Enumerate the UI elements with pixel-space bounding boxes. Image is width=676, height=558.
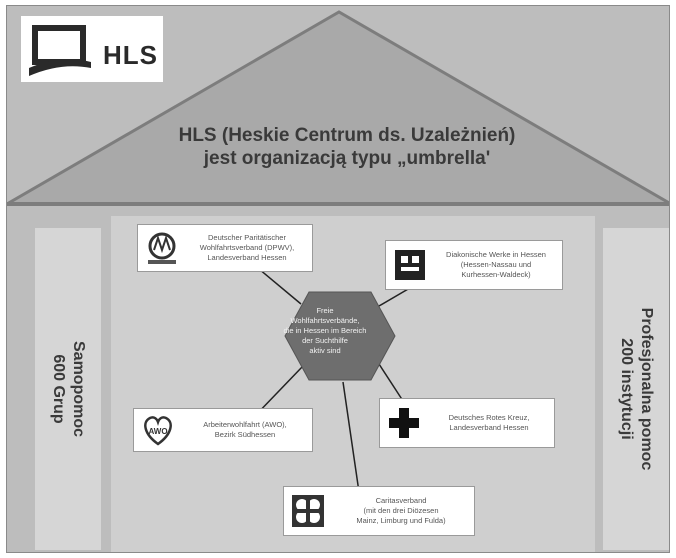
hub-text: Freie Wohlfahrtsverbände, die in Hessen … bbox=[265, 306, 385, 356]
red-cross-icon bbox=[385, 404, 423, 442]
roof-title-line2: jest organizacją typu „umbrella' bbox=[203, 148, 491, 169]
org-red-cross-label: Deutsches Rotes Kreuz, Landesverband Hes… bbox=[429, 413, 549, 433]
hls-logo: HLS bbox=[21, 16, 163, 82]
org-caritas-label: Caritasverband (mit den drei Diözesen Ma… bbox=[333, 496, 469, 526]
diakonie-logo-icon bbox=[391, 246, 429, 284]
org-line: (mit den drei Diözesen bbox=[363, 506, 439, 515]
hub-hexagon bbox=[284, 291, 396, 381]
org-awo: AWO Arbeiterwohlfahrt (AWO), Bezirk Südh… bbox=[133, 408, 313, 452]
org-line: Deutscher Paritätischer bbox=[208, 233, 286, 242]
org-line: Diakonische Werke in Hessen bbox=[446, 250, 546, 259]
hub-line: der Suchthilfe bbox=[302, 336, 348, 345]
org-line: Deutsches Rotes Kreuz, bbox=[448, 413, 530, 422]
org-line: Caritasverband bbox=[375, 496, 427, 505]
org-line: Mainz, Limburg und Fulda) bbox=[356, 516, 446, 525]
org-line: Arbeiterwohlfahrt (AWO), bbox=[203, 420, 287, 429]
connection-lines bbox=[252, 263, 428, 493]
org-red-cross: Deutsches Rotes Kreuz, Landesverband Hes… bbox=[379, 398, 555, 448]
org-line: Landesverband Hessen bbox=[449, 423, 529, 432]
link-caritas bbox=[342, 381, 360, 493]
hub-line: Wohlfahrtsverbände, bbox=[290, 316, 360, 325]
link-red-cross bbox=[378, 363, 406, 405]
professional-help-panel: Profesjonalna pomoc 200 instytucji bbox=[603, 228, 669, 550]
diagram-frame: HLS HLS (Heskie Centrum ds. Uzależnień) … bbox=[6, 5, 670, 553]
roof-title-line1: HLS (Heskie Centrum ds. Uzależnień) bbox=[178, 125, 516, 146]
org-diakonie-label: Diakonische Werke in Hessen (Hessen-Nass… bbox=[435, 250, 557, 280]
hub-line: die in Hessen im Bereich bbox=[283, 326, 367, 335]
logo-text: HLS bbox=[103, 40, 158, 70]
org-paritaet-label: Deutscher Paritätischer Wohlfahrtsverban… bbox=[187, 233, 307, 263]
org-line: (Hessen-Nassau und bbox=[460, 260, 532, 269]
roof-title: HLS (Heskie Centrum ds. Uzależnień) jest… bbox=[157, 124, 537, 170]
monitor-logo-icon bbox=[29, 25, 91, 76]
org-line: Wohlfahrtsverband (DPWV), bbox=[199, 243, 295, 252]
awo-logo-icon: AWO bbox=[139, 411, 177, 449]
paritaet-logo-icon bbox=[143, 229, 181, 267]
svg-text:AWO: AWO bbox=[148, 427, 167, 436]
org-awo-label: Arbeiterwohlfahrt (AWO), Bezirk Südhesse… bbox=[183, 420, 307, 440]
hub-line: aktiv sind bbox=[309, 346, 341, 355]
org-line: Bezirk Südhessen bbox=[214, 430, 276, 439]
org-diakonie: Diakonische Werke in Hessen (Hessen-Nass… bbox=[385, 240, 563, 290]
org-line: Kurhessen-Waldeck) bbox=[461, 270, 531, 279]
caritas-logo-icon bbox=[289, 492, 327, 530]
org-line: Landesverband Hessen bbox=[207, 253, 287, 262]
hub-line: Freie bbox=[316, 306, 334, 315]
org-paritaet: Deutscher Paritätischer Wohlfahrtsverban… bbox=[137, 224, 313, 272]
org-caritas: Caritasverband (mit den drei Diözesen Ma… bbox=[283, 486, 475, 536]
self-help-panel: Samopomoc 600 Grup bbox=[35, 228, 101, 550]
roof bbox=[7, 10, 669, 206]
